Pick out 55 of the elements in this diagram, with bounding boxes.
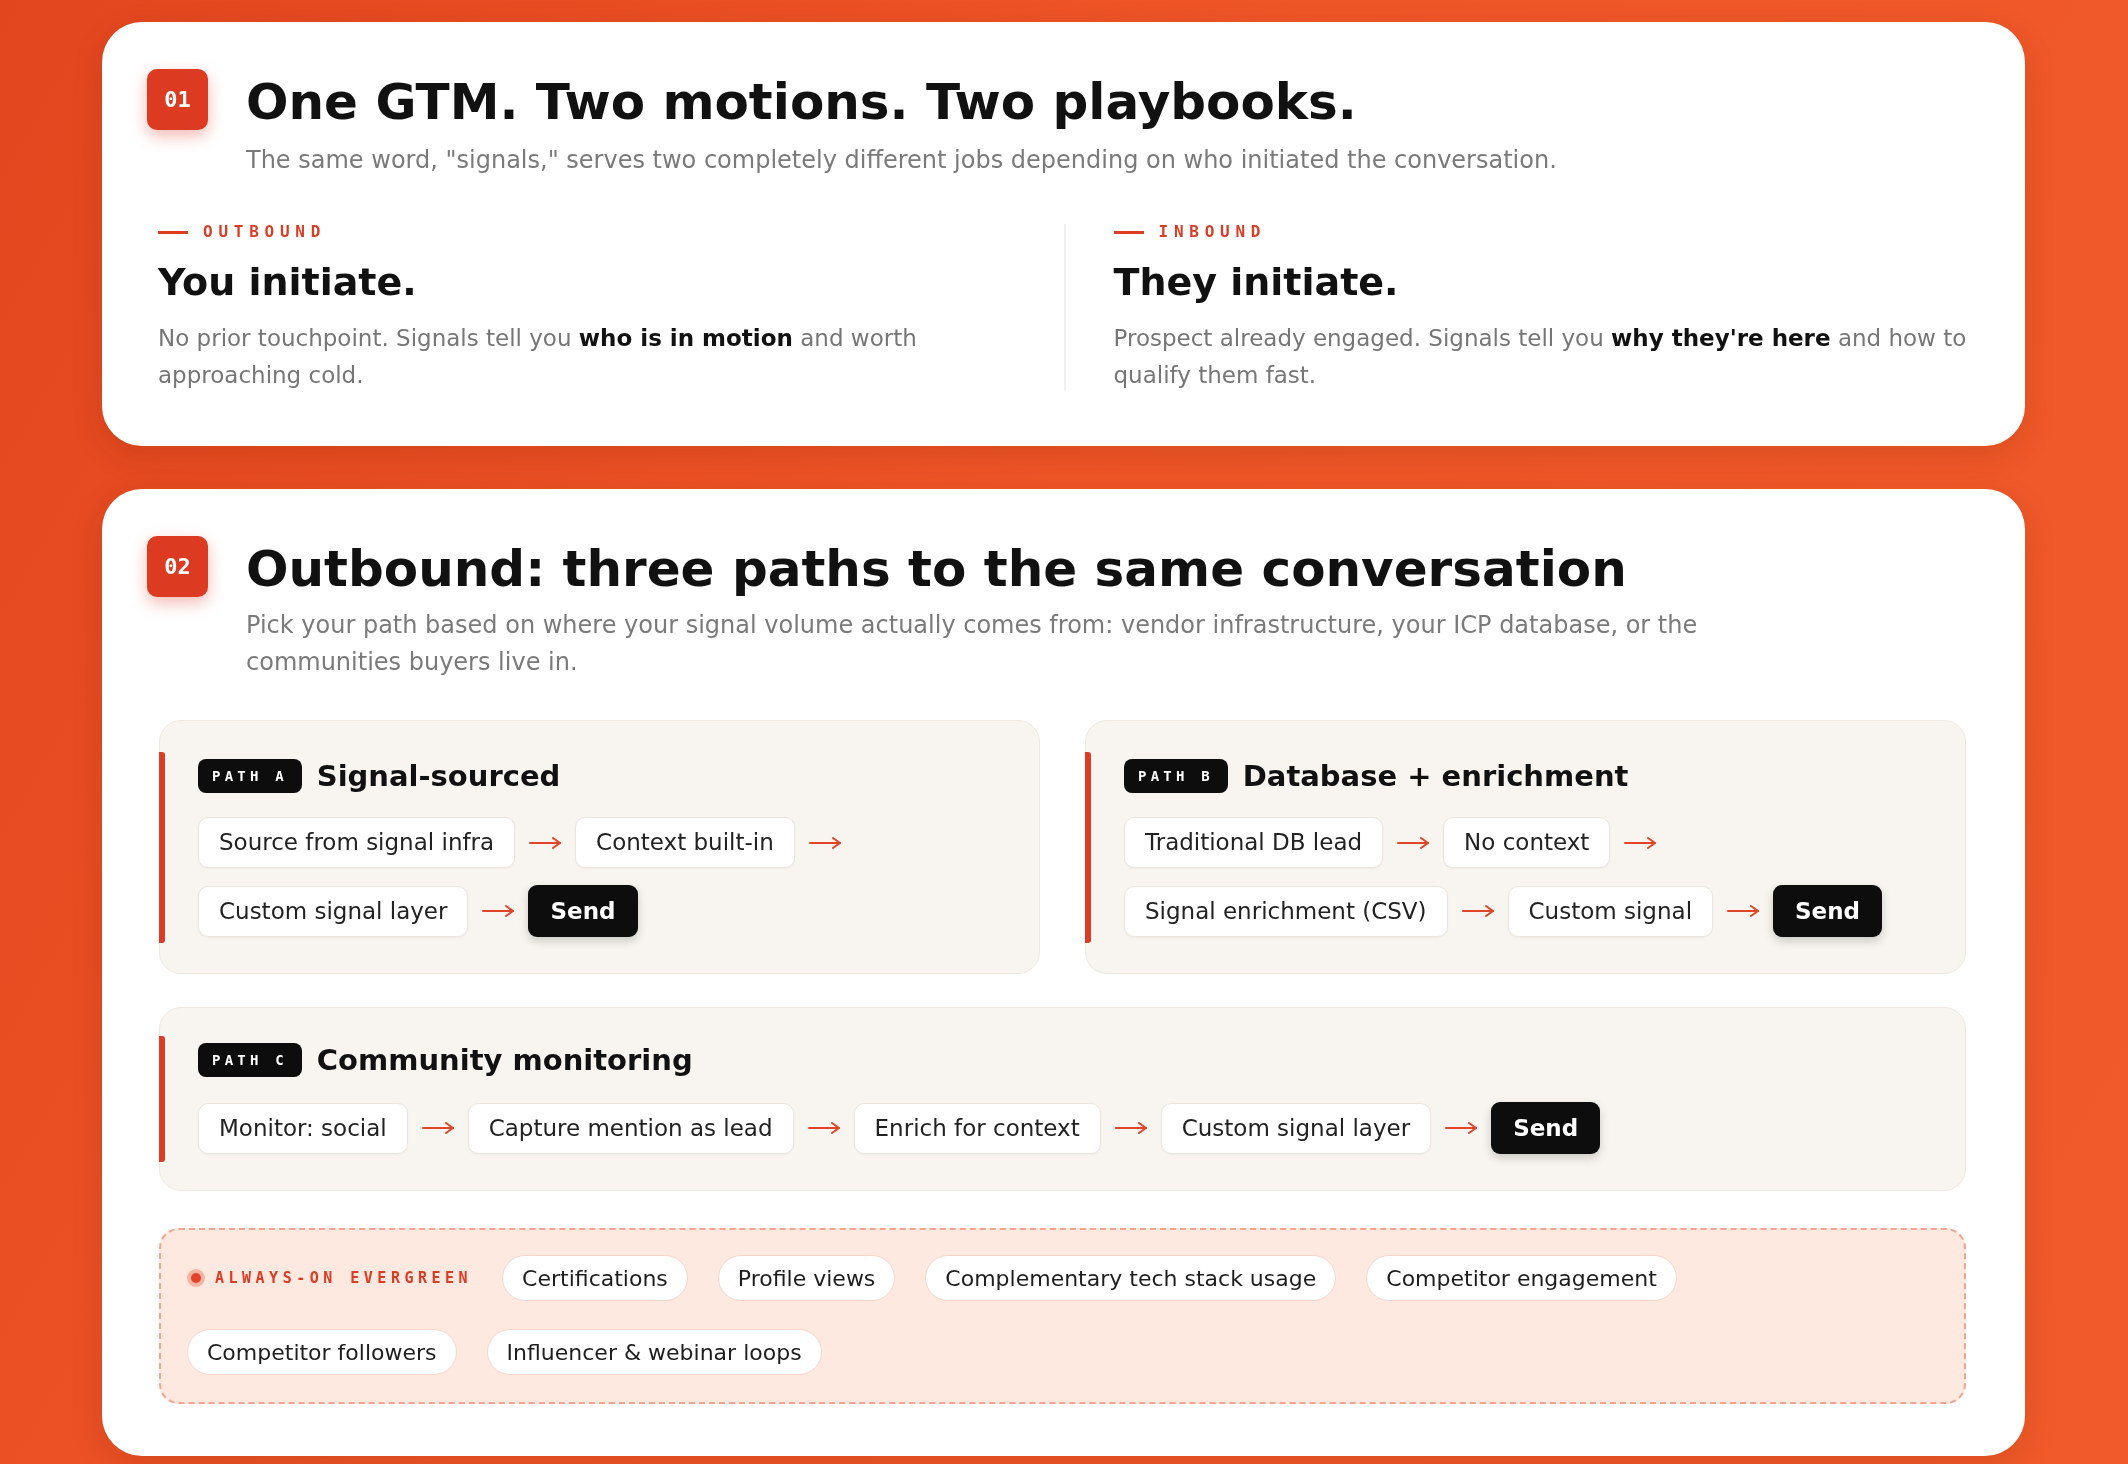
path-panel bbox=[1085, 720, 1966, 974]
flow-step: Traditional DB lead bbox=[1124, 817, 1384, 868]
section-title: Outbound: three paths to the same conversation bbox=[246, 539, 1628, 599]
arrow bbox=[1727, 905, 1760, 917]
arrow bbox=[1624, 836, 1657, 849]
send-step: Send bbox=[1773, 885, 1883, 937]
kicker-label: OUTBOUND bbox=[203, 221, 327, 243]
column-heading: You initiate. bbox=[158, 259, 418, 306]
flow-step: Monitor: social bbox=[198, 1102, 408, 1154]
arrow bbox=[482, 905, 515, 917]
path-tag: PATH A bbox=[198, 759, 302, 793]
path-panel bbox=[159, 720, 1040, 974]
evergreen-label: ALWAYS-ON EVERGREEN bbox=[215, 1267, 473, 1289]
arrow bbox=[1397, 836, 1430, 849]
arrow bbox=[807, 1122, 840, 1134]
send-step: Send bbox=[1491, 1102, 1601, 1154]
path-title: Signal-sourced bbox=[316, 758, 561, 794]
signal-chip: Complementary tech stack usage bbox=[925, 1255, 1337, 1301]
column-text: No prior touchpoint. Signals tell you who is in motion and worth approaching cold. bbox=[158, 324, 918, 390]
section-card bbox=[102, 22, 2025, 446]
signal-chip: Influencer & webinar loops bbox=[486, 1329, 822, 1375]
flow-step: Custom signal layer bbox=[1160, 1102, 1432, 1154]
section-subtitle: The same word, "signals," serves two completely different jobs depending on who initiated the conversation. bbox=[246, 145, 1558, 176]
signal-chip: Competitor engagement bbox=[1366, 1255, 1677, 1301]
section-title: One GTM. Two motions. Two playbooks. bbox=[246, 72, 1358, 132]
flow-step: Enrich for context bbox=[853, 1102, 1101, 1154]
kicker-label: INBOUND bbox=[1158, 221, 1267, 243]
column-heading: They initiate. bbox=[1113, 259, 1400, 306]
flow-step: Custom signal bbox=[1507, 885, 1714, 937]
flow-step: Source from signal infra bbox=[198, 817, 516, 868]
section-number: 01 bbox=[147, 69, 208, 130]
evergreen-panel bbox=[159, 1228, 1966, 1404]
arrow bbox=[1114, 1122, 1147, 1134]
section-number: 02 bbox=[147, 536, 208, 597]
flow-step: Capture mention as lead bbox=[467, 1102, 794, 1154]
signal-chip: Certifications bbox=[502, 1255, 688, 1301]
arrow bbox=[1445, 1122, 1478, 1134]
section-subtitle: Pick your path based on where your signal volume actually comes from: vendor infrastructure, your ICP database, or the communities buyers live in. bbox=[246, 610, 1699, 678]
path-tag: PATH C bbox=[198, 1043, 302, 1077]
signal-chip: Competitor followers bbox=[187, 1329, 457, 1375]
path-title: Database + enrichment bbox=[1242, 758, 1629, 794]
path-tag: PATH B bbox=[1124, 759, 1228, 793]
arrow bbox=[421, 1122, 454, 1134]
flow-step: Signal enrichment (CSV) bbox=[1124, 885, 1448, 937]
send-step: Send bbox=[528, 885, 638, 937]
arrow bbox=[1461, 905, 1494, 917]
flow-step: Custom signal layer bbox=[198, 885, 469, 937]
flow-step: No context bbox=[1443, 817, 1611, 868]
arrow bbox=[808, 836, 841, 849]
section-card bbox=[102, 489, 2025, 1456]
path-panel bbox=[159, 1007, 1966, 1191]
path-title: Community monitoring bbox=[316, 1042, 693, 1078]
signal-chip: Profile views bbox=[717, 1255, 896, 1301]
column-text: Prospect already engaged. Signals tell you why they're here and how to qualify them fast. bbox=[1113, 324, 1968, 390]
flow-step: Context built-in bbox=[575, 817, 795, 868]
